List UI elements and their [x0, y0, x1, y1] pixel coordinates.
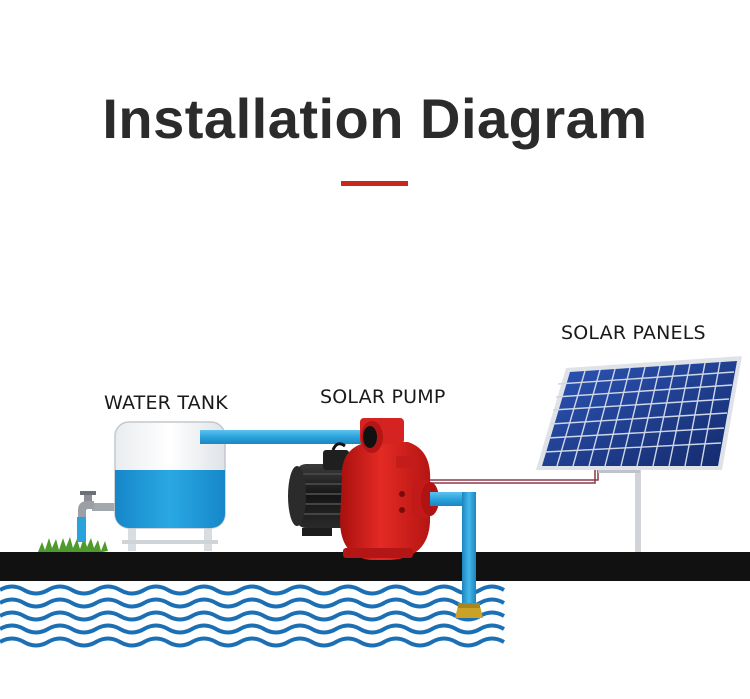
inlet-pipe: [200, 430, 368, 444]
water-tank-icon: [114, 421, 226, 551]
solar-panels-label: SOLAR PANELS: [561, 322, 706, 344]
foot-valve-icon: [455, 603, 483, 618]
water-tank-label: WATER TANK: [104, 392, 228, 414]
water-waves-icon: [0, 584, 506, 648]
suction-pipe: [430, 492, 476, 606]
title-underline: [341, 181, 408, 186]
solar-pump-label: SOLAR PUMP: [320, 386, 446, 408]
page-title: Installation Diagram: [102, 87, 648, 150]
grass-icon: [38, 537, 108, 552]
power-cable: [423, 470, 599, 484]
solar-pump-icon: [288, 418, 439, 560]
solar-panel-icon: [536, 356, 742, 552]
